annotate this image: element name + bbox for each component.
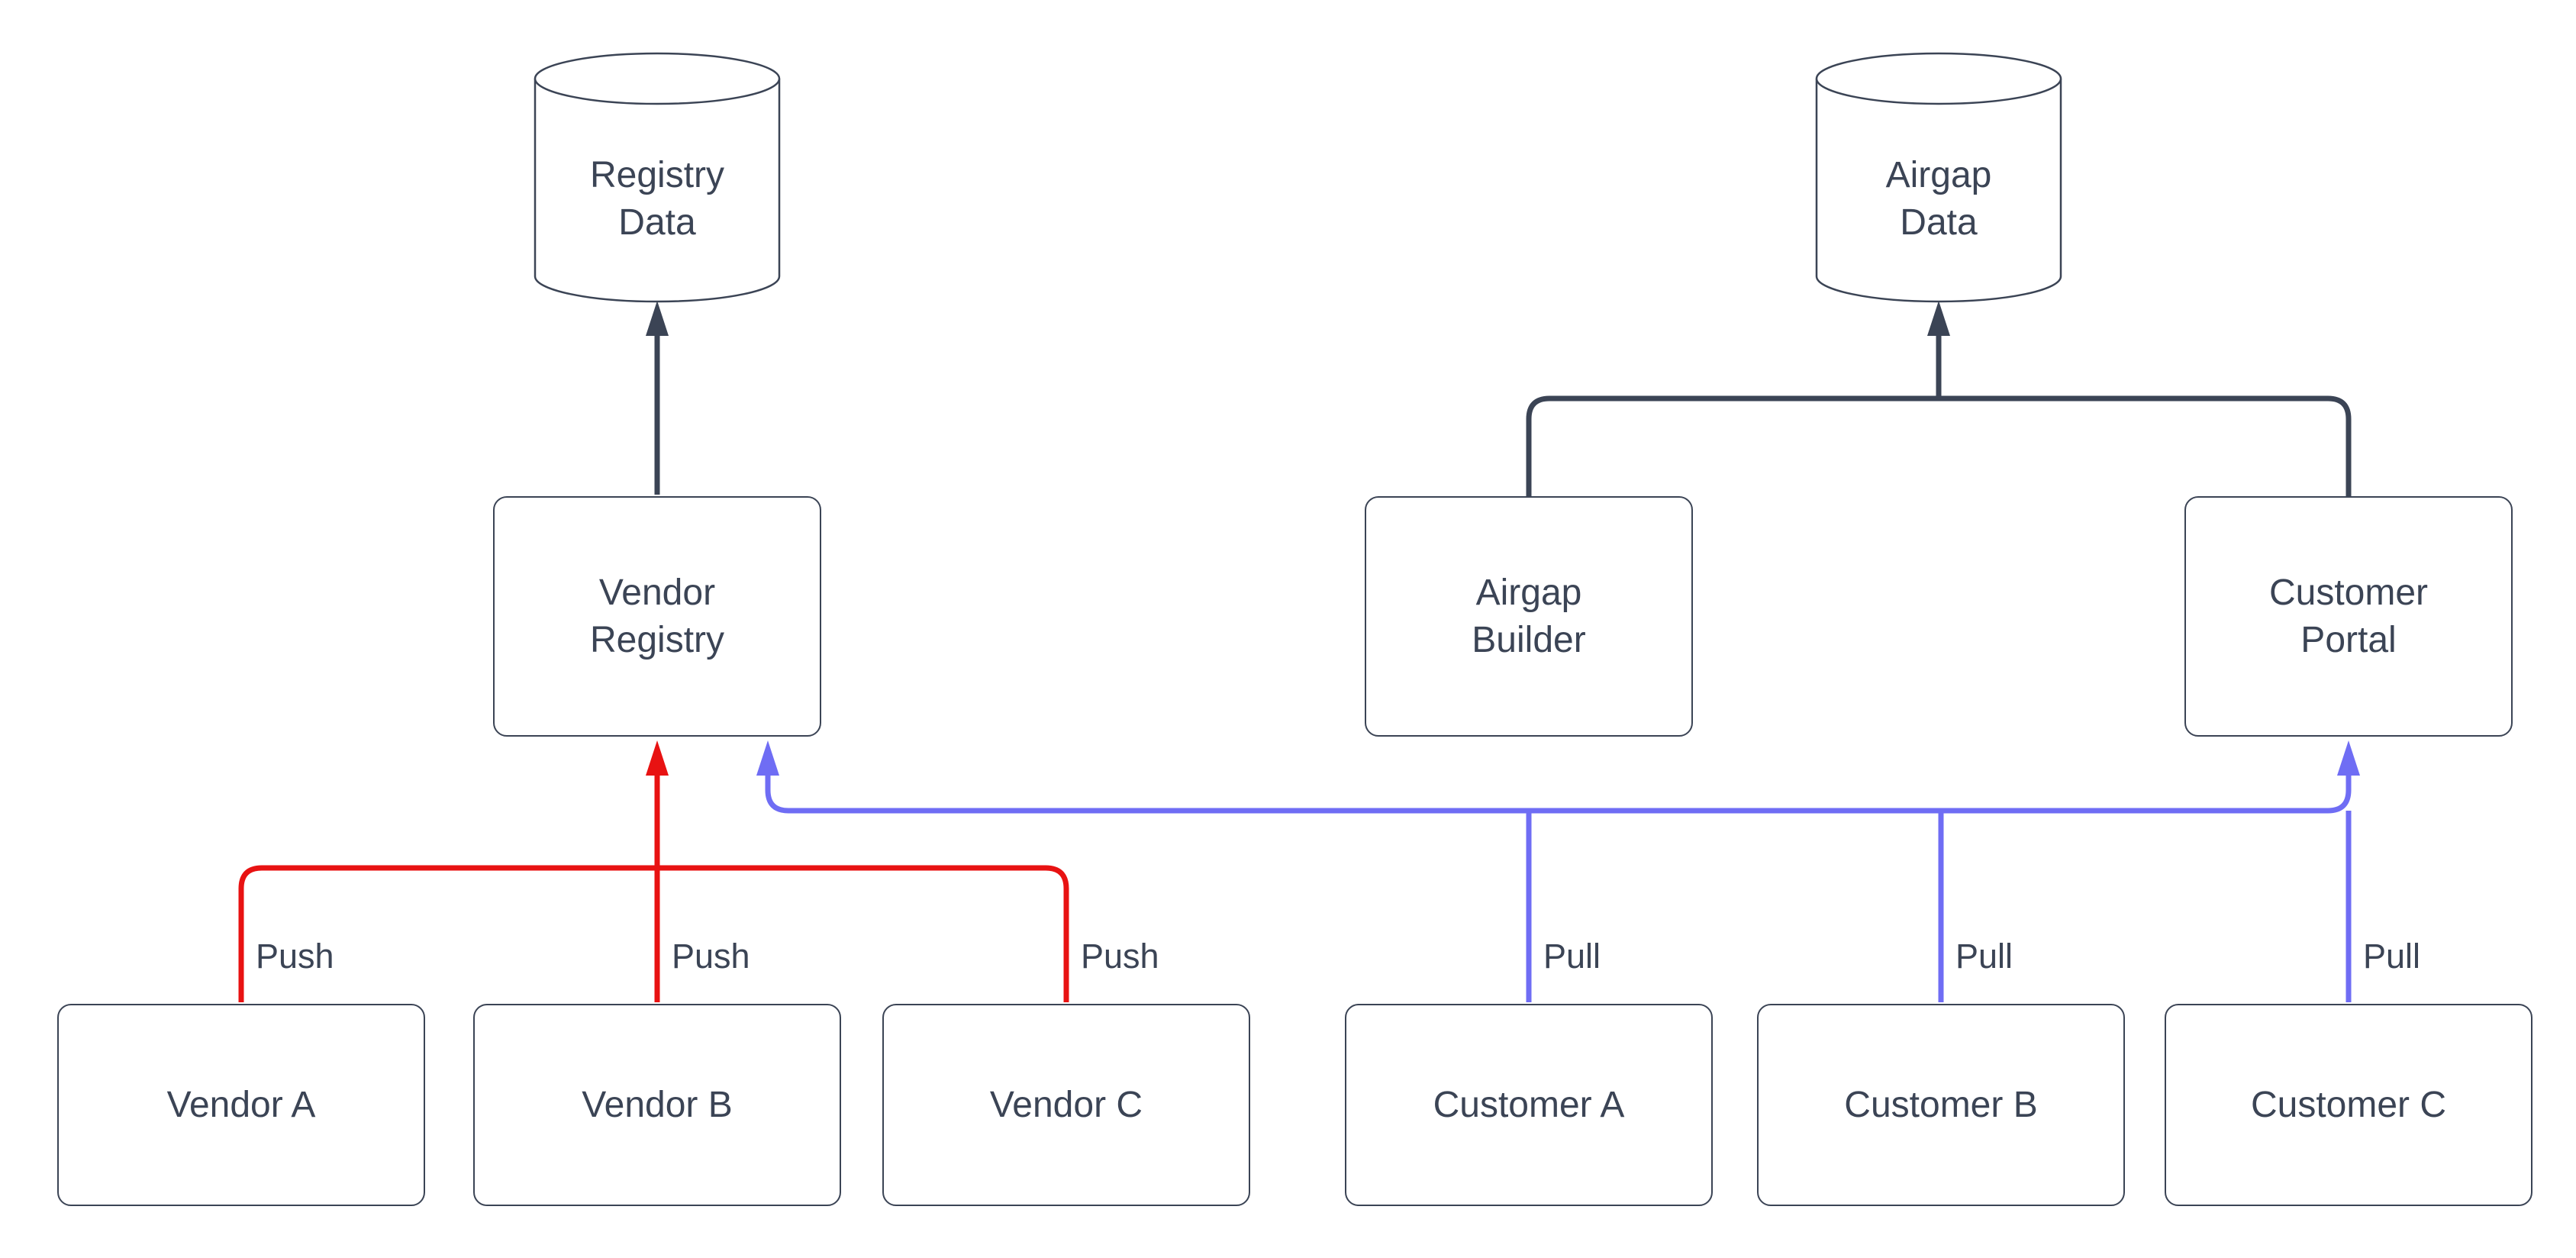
arrowhead-registry-data [646,301,669,336]
edge-label-pull-customer-b: Pull [1953,936,2016,977]
edge-push-trunk [238,865,1069,1002]
node-customer-c[interactable]: Customer C [2165,1004,2532,1206]
edge-label-push-vendor-c: Push [1078,936,1162,977]
arrowhead-pull-vendor-registry [756,740,779,776]
customer-portal-line2: Portal [2300,619,2397,660]
customer-b-label: Customer B [1844,1084,2038,1125]
registry-data-line1: Registry [589,155,725,195]
vendor-c-label: Vendor C [989,1084,1143,1125]
node-label-registry-data: Registry Data [535,127,779,272]
vendor-b-label: Vendor B [582,1084,733,1125]
arrowhead-push-vendor-registry [646,740,669,776]
vendor-registry-line1: Vendor [598,572,716,613]
airgap-data-line1: Airgap [1885,155,1992,195]
edge-label-push-vendor-a: Push [253,936,337,977]
vendor-a-label: Vendor A [166,1084,316,1125]
edge-label-pull-customer-a: Pull [1541,936,1604,977]
node-airgap-builder[interactable]: Airgap Builder [1365,496,1693,737]
node-vendor-b[interactable]: Vendor B [473,1004,841,1206]
node-customer-a[interactable]: Customer A [1345,1004,1713,1206]
customer-portal-line1: Customer [2268,572,2429,613]
arrowhead-airgap-data [1927,301,1950,336]
airgap-data-cylinder-shape [1815,52,2062,303]
airgap-builder-line1: Airgap [1475,572,1582,613]
node-customer-portal[interactable]: Customer Portal [2184,496,2513,737]
edge-pull-trunk [765,771,2352,814]
customer-a-label: Customer A [1433,1084,1625,1125]
edge-label-pull-customer-c: Pull [2361,936,2423,977]
arrowhead-pull-customer-portal [2337,740,2360,776]
registry-data-cylinder-shape [534,52,781,303]
node-vendor-c[interactable]: Vendor C [882,1004,1250,1206]
registry-data-line2: Data [618,202,696,243]
vendor-registry-line2: Registry [589,619,725,660]
edge-label-push-vendor-b: Push [669,936,753,977]
node-vendor-registry[interactable]: Vendor Registry [493,496,821,737]
node-label-airgap-data: Airgap Data [1817,127,2061,272]
node-customer-b[interactable]: Customer B [1757,1004,2125,1206]
node-vendor-a[interactable]: Vendor A [57,1004,425,1206]
customer-c-label: Customer C [2250,1084,2447,1125]
airgap-builder-line2: Builder [1472,619,1586,660]
airgap-data-line2: Data [1900,202,1978,243]
edge-builder-portal-junction [1526,395,2352,498]
